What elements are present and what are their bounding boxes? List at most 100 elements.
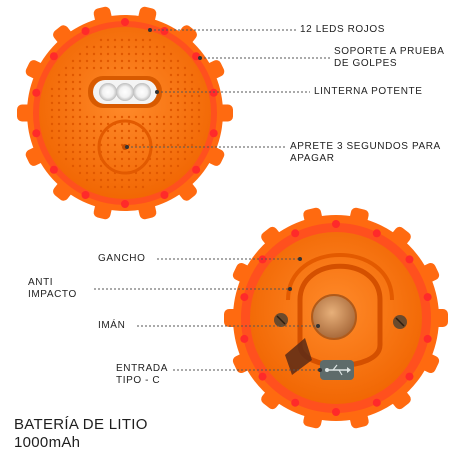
texture-dot (155, 178, 159, 182)
texture-dot (162, 136, 166, 140)
magnet-rim (311, 294, 357, 340)
texture-dot (190, 136, 194, 140)
texture-dot (127, 52, 131, 56)
texture-dot (71, 94, 75, 98)
texture-dot (127, 150, 131, 154)
texture-dot (176, 136, 180, 140)
bumper-tab (138, 201, 157, 220)
texture-dot (127, 157, 131, 161)
texture-dot (113, 52, 117, 56)
texture-dot (127, 66, 131, 70)
bumper-tab (205, 146, 225, 166)
texture-dot (141, 171, 145, 175)
texture-dot (57, 150, 61, 154)
texture-dot (141, 157, 145, 161)
leader-endpoints (125, 28, 322, 372)
texture-dot (134, 38, 138, 42)
texture-dot (85, 157, 89, 161)
texture-dot (127, 178, 131, 182)
bumper-tab (349, 410, 369, 429)
screw-left-slot (276, 315, 286, 325)
texture-dot (134, 143, 138, 147)
texture-dot (106, 171, 110, 175)
texture-dot (64, 87, 68, 91)
bumper-tab (138, 6, 157, 25)
texture-dot (71, 108, 75, 112)
texture-dot (169, 80, 173, 84)
texture-dot (71, 164, 75, 168)
red-led (423, 293, 432, 302)
texture-dot (64, 122, 68, 126)
texture-dot (120, 115, 124, 119)
texture-dot (106, 136, 110, 140)
texture-dot (85, 66, 89, 70)
texture-dot (106, 143, 110, 147)
texture-dot (92, 129, 96, 133)
texture-dot (99, 185, 103, 189)
texture-dot (78, 94, 82, 98)
texture-dot (127, 129, 131, 133)
texture-dot (155, 157, 159, 161)
texture-dot (148, 66, 152, 70)
texture-dot (183, 94, 187, 98)
texture-dot (78, 157, 82, 161)
texture-dot (127, 164, 131, 168)
texture-dot (162, 164, 166, 168)
white-led-1 (99, 83, 117, 101)
texture-dot (92, 66, 96, 70)
red-led (423, 334, 432, 343)
texture-dot (197, 115, 201, 119)
texture-dot (127, 136, 131, 140)
texture-dot (169, 157, 173, 161)
texture-dot (120, 52, 124, 56)
texture-dot (64, 129, 68, 133)
texture-dot (197, 122, 201, 126)
red-led (209, 88, 218, 97)
back-red-leds (240, 220, 432, 416)
texture-dot (127, 38, 131, 42)
texture-dot (141, 52, 145, 56)
texture-dot (169, 66, 173, 70)
texture-dot (141, 136, 145, 140)
bumper-tab (349, 207, 369, 226)
texture-dot (155, 129, 159, 133)
texture-dot (169, 164, 173, 168)
texture-dot (78, 136, 82, 140)
texture-dot (183, 157, 187, 161)
texture-dot (176, 164, 180, 168)
texture-dot (106, 38, 110, 42)
texture-dot (155, 59, 159, 63)
red-led (160, 190, 169, 199)
texture-dot (78, 115, 82, 119)
texture-dot (190, 80, 194, 84)
texture-dot (176, 122, 180, 126)
bumper-tab (303, 410, 323, 429)
battery-capacity: 1000mAh (14, 434, 81, 451)
texture-dot (120, 122, 124, 126)
texture-dot (64, 136, 68, 140)
texture-dot (169, 136, 173, 140)
cable-clip (285, 338, 312, 375)
texture-dot (92, 59, 96, 63)
texture-dot (78, 171, 82, 175)
texture-dot (190, 73, 194, 77)
texture-dot (176, 129, 180, 133)
texture-dot (169, 115, 173, 119)
texture-dot (71, 157, 75, 161)
texture-dot (78, 80, 82, 84)
texture-dot (113, 66, 117, 70)
texture-dot (50, 87, 54, 91)
texture-dot (64, 115, 68, 119)
texture-dot (92, 45, 96, 49)
texture-dot (71, 122, 75, 126)
texture-dot (50, 136, 54, 140)
texture-dot (162, 115, 166, 119)
texture-dot (183, 80, 187, 84)
texture-dot (85, 115, 89, 119)
texture-dot (127, 185, 131, 189)
texture-dot (155, 115, 159, 119)
texture-dot (71, 143, 75, 147)
texture-dot (71, 129, 75, 133)
texture-dot (183, 87, 187, 91)
texture-dot (162, 129, 166, 133)
